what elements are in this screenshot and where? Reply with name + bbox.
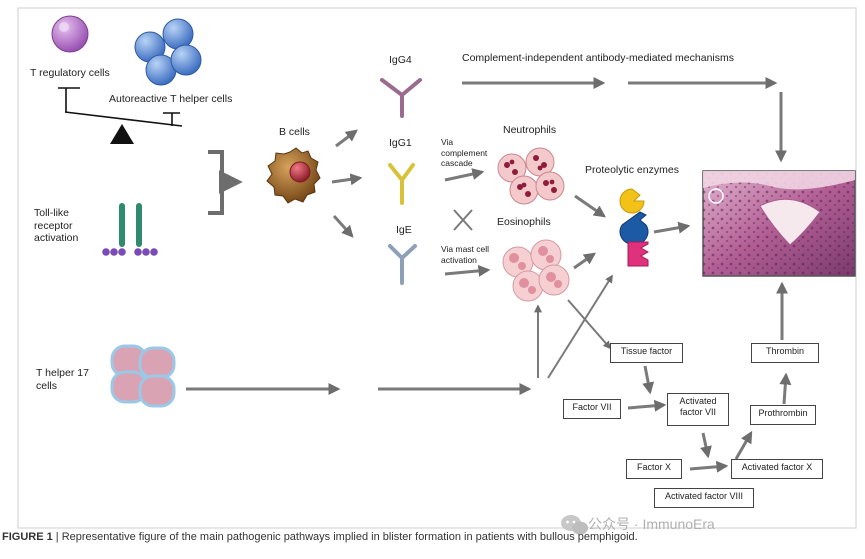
box-factor-x: Factor X xyxy=(626,459,682,479)
caption-prefix: FIGURE 1 xyxy=(2,531,53,543)
label-neutrophils: Neutrophils xyxy=(503,124,557,136)
label-igg1: IgG1 xyxy=(389,137,412,149)
box-activated-factor-viii: Activated factor VIII xyxy=(654,488,754,508)
autoreactive-t-helper-cells-icon xyxy=(134,18,202,86)
skin-histology-image xyxy=(702,170,856,277)
label-autoreactive-t-helper-cells: Autoreactive T helper cells xyxy=(109,93,233,105)
ige-antibody-icon xyxy=(388,244,417,285)
label-toll-like-receptor-activation: Toll-like receptor activation xyxy=(34,207,79,245)
proteolytic-enzymes-icon xyxy=(619,188,650,267)
complement-independent-arrows xyxy=(462,77,787,163)
input-bracket-arrow xyxy=(208,150,243,215)
watermark-label: 公众号 · ImmunoEra xyxy=(588,516,715,532)
box-tissue-factor: Tissue factor xyxy=(610,343,683,363)
label-via-complement-cascade: Via complement cascade xyxy=(441,137,488,169)
th17-pathway-arrows xyxy=(186,274,613,395)
antibody-to-granulocyte-arrows xyxy=(444,168,491,277)
label-proteolytic-enzymes: Proteolytic enzymes xyxy=(585,164,679,176)
igg4-antibody-icon xyxy=(380,78,422,118)
eosinophils-icon xyxy=(502,239,570,302)
label-t-regulatory-cells: T regulatory cells xyxy=(30,67,110,79)
label-t-helper-17-cells: T helper 17 cells xyxy=(36,367,89,392)
box-activated-factor-vii: Activated factor VII xyxy=(667,393,729,426)
label-via-mast-cell-activation: Via mast cell activation xyxy=(441,244,490,265)
t-helper-17-cells-icon xyxy=(110,344,176,408)
box-factor-vii: Factor VII xyxy=(563,399,621,419)
wechat-logo-icon xyxy=(561,515,588,535)
label-complement-independent: Complement-independent antibody-mediated… xyxy=(462,52,734,64)
b-cell-icon xyxy=(266,147,321,204)
granulocyte-to-enzyme-arrows xyxy=(573,194,691,270)
figure-frame xyxy=(17,7,857,529)
label-eosinophils: Eosinophils xyxy=(497,216,551,228)
b-cell-output-arrows xyxy=(331,129,363,238)
toll-like-receptor-icon xyxy=(102,203,158,256)
caption-separator: | xyxy=(52,531,62,543)
box-activated-factor-x: Activated factor X xyxy=(731,459,823,479)
caption-text: Representative figure of the main pathog… xyxy=(61,531,638,543)
t-regulatory-cell-icon xyxy=(51,15,89,53)
box-prothrombin: Prothrombin xyxy=(750,405,816,425)
neutrophils-icon xyxy=(497,147,565,205)
label-igg4: IgG4 xyxy=(389,54,412,66)
box-thrombin: Thrombin xyxy=(751,343,819,363)
igg1-antibody-icon xyxy=(388,163,415,205)
coagulation-arrows xyxy=(627,281,792,473)
balance-scale-icon xyxy=(58,87,183,144)
label-b-cells: B cells xyxy=(279,126,310,138)
figure-caption: FIGURE 1 | Representative figure of the … xyxy=(2,531,638,543)
label-ige: IgE xyxy=(396,224,412,236)
watermark-text: 公众号 · ImmunoEra xyxy=(560,514,715,535)
